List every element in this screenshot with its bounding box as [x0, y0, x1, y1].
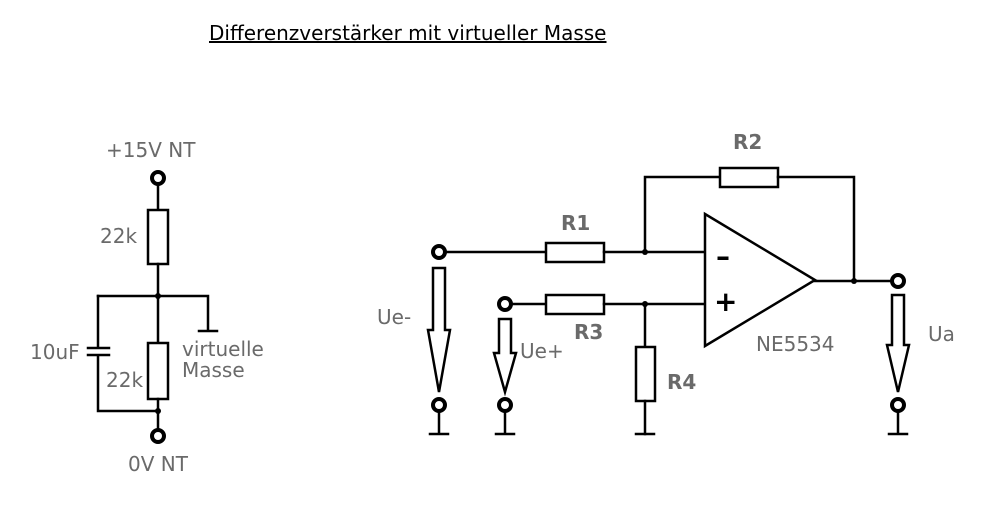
voltage-arrow-in-minus — [426, 266, 452, 393]
r1-label: R1 — [561, 211, 590, 235]
terminal-0v — [150, 428, 166, 444]
terminal-in-minus-return — [431, 397, 447, 413]
opamp-minus-sign: – — [716, 240, 730, 273]
virtual-ground-label-2: Masse — [182, 358, 245, 382]
opamp-plus-sign: + — [714, 285, 737, 318]
input-minus-label: Ue- — [377, 305, 411, 329]
r2-label: R2 — [733, 130, 762, 154]
r4-label: R4 — [667, 370, 696, 394]
supply-bottom-label: 0V NT — [128, 452, 189, 476]
resistor-r4 — [634, 345, 657, 403]
terminal-out — [890, 273, 906, 289]
wire — [96, 354, 160, 413]
differential-amplifier: R2 R1 R3 R4 – + NE5534 Ue- Ue+ Ua — [377, 130, 955, 436]
capacitor-label: 10uF — [30, 340, 80, 364]
voltage-arrow-out — [885, 293, 911, 393]
junction-dot — [642, 301, 648, 307]
opamp-triangle — [703, 211, 818, 349]
wire — [96, 294, 210, 332]
resistor-top-label: 22k — [100, 224, 137, 248]
junction-dot — [851, 278, 857, 284]
wire — [643, 175, 722, 254]
output-label: Ua — [928, 322, 955, 346]
wire — [776, 175, 856, 283]
resistor-bottom — [146, 341, 170, 401]
voltage-arrow-in-plus — [492, 317, 518, 397]
terminal-in-plus — [497, 296, 513, 312]
terminal-in-minus — [431, 244, 447, 260]
resistor-r2 — [718, 166, 780, 189]
junction-dot — [155, 293, 161, 299]
resistor-r1 — [544, 241, 606, 264]
virtual-ground-label-1: virtuelle — [182, 337, 264, 361]
virtual-ground-circuit: +15V NT 22k 10uF 22k virtuelle Masse 0V … — [30, 138, 264, 476]
r3-label: R3 — [574, 320, 603, 344]
junction-dot — [155, 408, 161, 414]
supply-top-label: +15V NT — [106, 138, 196, 162]
resistor-r3 — [544, 293, 606, 316]
opamp-label: NE5534 — [756, 332, 835, 356]
terminal-in-plus-return — [497, 397, 513, 413]
junction-dot — [642, 249, 648, 255]
resistor-bottom-label: 22k — [106, 368, 143, 392]
resistor-top — [146, 208, 170, 266]
terminal-plus15v — [150, 170, 166, 186]
input-plus-label: Ue+ — [520, 339, 564, 363]
terminal-out-return — [890, 397, 906, 413]
diagram-title: Differenzverstärker mit virtueller Masse — [209, 21, 607, 45]
